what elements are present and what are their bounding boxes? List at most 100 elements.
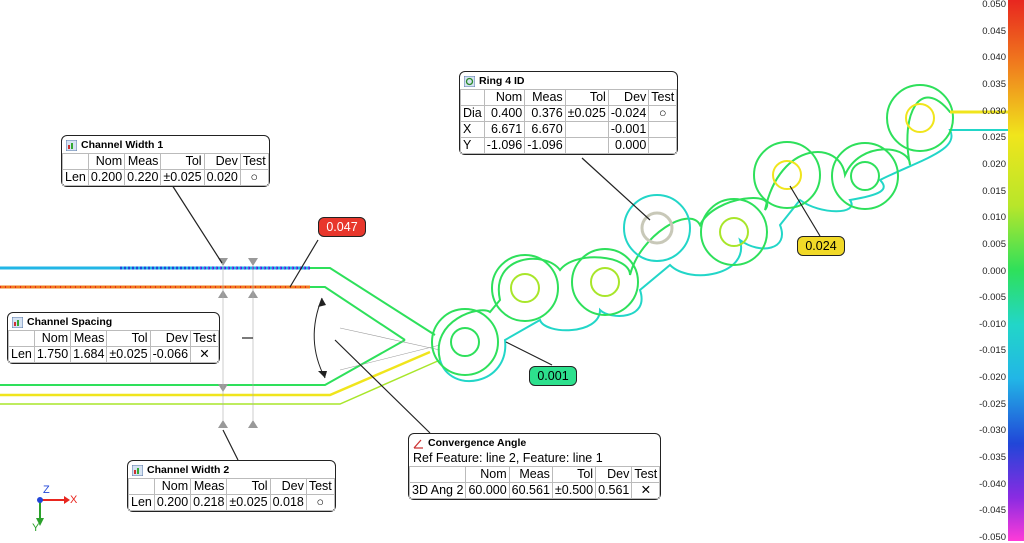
- row-label: Len: [62, 169, 89, 186]
- axis-triad: [36, 496, 70, 526]
- column-header: Dev: [595, 466, 633, 483]
- column-header: Meas: [70, 330, 108, 347]
- scale-tick-label: -0.015: [979, 345, 1006, 357]
- row-label: Len: [8, 346, 35, 363]
- row-label: Y: [460, 137, 485, 154]
- rings: [431, 84, 954, 376]
- column-header: Nom: [465, 466, 510, 483]
- table-cell: ±0.025: [160, 169, 205, 186]
- color-scale-bar: [1008, 0, 1024, 541]
- column-header: [62, 153, 89, 170]
- channel-inner-path-1: [310, 286, 406, 341]
- scale-tick-label: -0.030: [979, 425, 1006, 437]
- table-cell: -1.096: [524, 137, 566, 154]
- deviation-flag-red[interactable]: 0.047: [318, 217, 366, 237]
- report-icon: [65, 139, 78, 151]
- column-header: Dev: [269, 478, 307, 495]
- scale-tick-label: 0.010: [982, 212, 1006, 224]
- table-cell: 0.000: [607, 137, 650, 154]
- table-cell: ±0.025: [106, 346, 151, 363]
- column-header: Test: [239, 153, 269, 170]
- column-header: Tol: [160, 153, 205, 170]
- table-cell: 0.020: [203, 169, 241, 186]
- scale-tick-label: -0.050: [979, 532, 1006, 543]
- table-cell: 0.376: [524, 105, 566, 122]
- callout-convergence-angle[interactable]: Convergence Angle Ref Feature: line 2, F…: [408, 433, 662, 500]
- scale-tick-label: 0.020: [982, 158, 1006, 170]
- axis-label-z: Z: [43, 484, 50, 496]
- channel-lower-path: [0, 350, 431, 397]
- table-cell: 1.684: [70, 346, 108, 363]
- column-header: [128, 478, 155, 495]
- axis-label-x: X: [70, 494, 78, 506]
- channel-outer-path: [310, 267, 436, 336]
- table-cell: 0.218: [190, 494, 228, 511]
- test-result-icon: ✕: [190, 346, 219, 363]
- column-header: Test: [305, 478, 335, 495]
- column-header: Tol: [226, 478, 271, 495]
- callout-title: Channel Width 2: [147, 464, 230, 476]
- scale-tick-label: 0.035: [982, 78, 1006, 90]
- scale-tick-label: -0.045: [979, 505, 1006, 517]
- test-result-icon: [648, 137, 678, 154]
- deviation-flag-green[interactable]: 0.001: [529, 366, 577, 386]
- angle-arc: [313, 297, 326, 379]
- column-header: Meas: [524, 89, 566, 106]
- channel-lower-path-green: [0, 359, 441, 405]
- scale-tick-label: 0.015: [982, 185, 1006, 197]
- table-cell: 0.200: [87, 169, 126, 186]
- scale-tick-label: -0.040: [979, 478, 1006, 490]
- scale-tick-label: 0.000: [982, 265, 1006, 277]
- column-header: Dev: [203, 153, 241, 170]
- scale-tick-label: -0.025: [979, 398, 1006, 410]
- callout-subtitle: Ref Feature: line 2, Feature: line 1: [413, 451, 603, 465]
- column-header: Test: [648, 89, 678, 106]
- column-header: Test: [631, 466, 661, 483]
- table-cell: 60.000: [465, 482, 510, 499]
- table-cell: -0.001: [607, 121, 650, 138]
- column-header: Tol: [551, 466, 597, 483]
- column-header: Test: [190, 330, 219, 347]
- table-cell: -1.096: [483, 137, 526, 154]
- callout-title: Ring 4 ID: [479, 75, 525, 87]
- column-header: Nom: [483, 89, 526, 106]
- table-cell: ±0.025: [564, 105, 609, 122]
- circle-feature-icon: [463, 75, 476, 87]
- column-header: Nom: [33, 330, 72, 347]
- report-icon: [131, 464, 144, 476]
- column-header: [408, 466, 467, 483]
- test-result-icon: ✕: [631, 482, 661, 499]
- row-label: Dia: [460, 105, 485, 122]
- callout-title: Convergence Angle: [428, 437, 527, 449]
- column-header: Dev: [149, 330, 192, 347]
- table-cell: -0.024: [607, 105, 650, 122]
- column-header: Nom: [87, 153, 126, 170]
- table-cell: 0.220: [124, 169, 162, 186]
- reference-line-2: [339, 344, 441, 371]
- table-cell: 0.400: [483, 105, 526, 122]
- scale-tick-label: 0.045: [982, 25, 1006, 37]
- channel-inner-path-2: [0, 339, 406, 386]
- row-label: 3D Ang 2: [408, 482, 467, 499]
- scale-tick-label: -0.005: [979, 292, 1006, 304]
- scale-tick-label: -0.020: [979, 372, 1006, 384]
- test-result-icon: ○: [305, 494, 335, 511]
- deviation-flag-yellow[interactable]: 0.024: [797, 236, 845, 256]
